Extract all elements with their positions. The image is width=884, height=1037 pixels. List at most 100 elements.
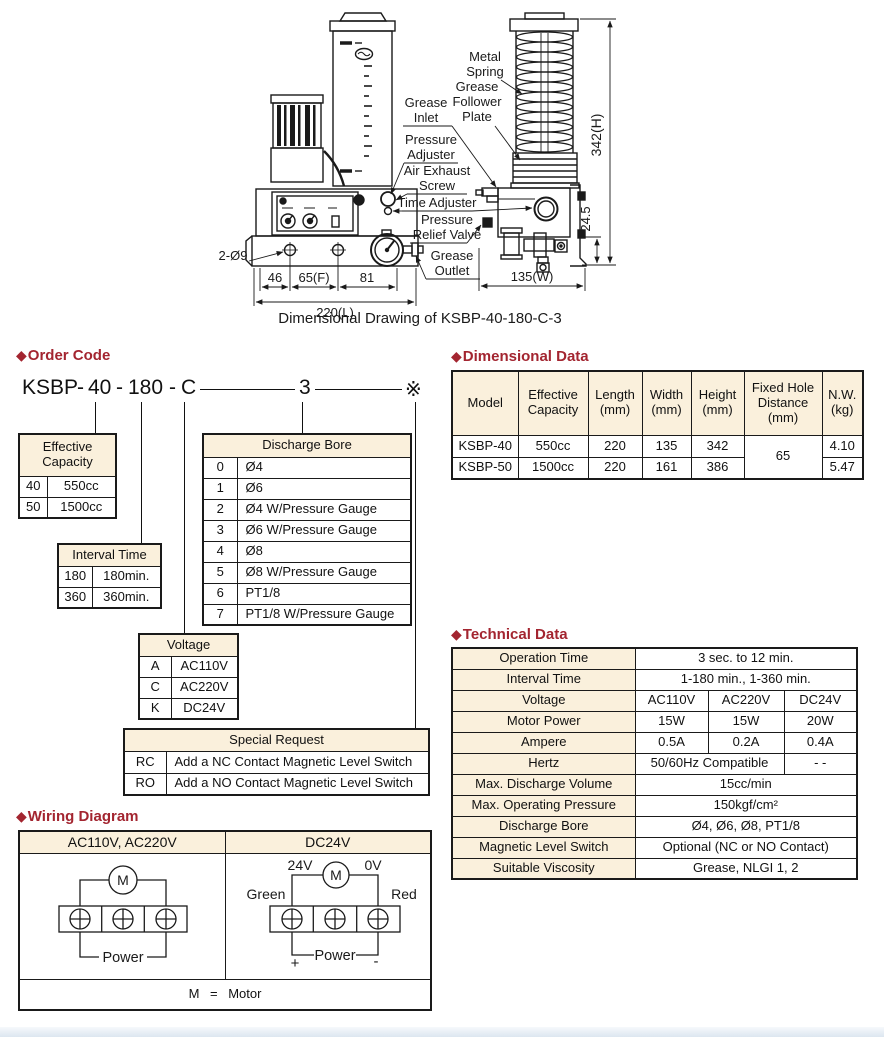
dim-65f: 65(F)	[298, 270, 329, 285]
pump-head	[255, 188, 418, 237]
cell-nw: 5.47	[821, 456, 864, 480]
cell-label: Operation Time	[451, 647, 636, 670]
cell-code: RO	[123, 772, 167, 796]
cell-label: Discharge Bore	[451, 815, 636, 838]
cell-value: Add a NO Contact Magnetic Level Switch	[165, 772, 430, 796]
table-row: Max. Operating Pressure 150kgf/cm²	[451, 794, 858, 817]
table-row: Discharge Bore Ø4, Ø6, Ø8, PT1/8	[451, 815, 858, 838]
time-adjuster-screw	[383, 206, 393, 216]
dc-wiring-schematic: M 24V 0V Green Red + Power -	[246, 857, 417, 972]
table-row: KSBP-50 1500cc 220 161 386 5.47	[451, 456, 864, 480]
cell-value: 1500cc	[46, 496, 117, 519]
code-voltage: C	[181, 376, 197, 399]
code-connector-interval	[141, 402, 142, 543]
table-row: Effective Capacity	[18, 433, 117, 477]
dim-46: 46	[268, 270, 282, 285]
power-label: Power	[314, 948, 355, 964]
mount-bracket	[570, 184, 587, 267]
code-connector-capacity	[95, 402, 96, 433]
cell-value: Add a NC Contact Magnetic Level Switch	[165, 750, 430, 774]
dim-24-5: 24.5	[578, 206, 593, 231]
motor-symbol: M	[117, 872, 129, 888]
cell-value: Ø4	[236, 456, 412, 479]
effective-capacity-table: Effective Capacity 40 550cc 50 1500cc	[18, 433, 117, 519]
table-row: C AC220V	[138, 676, 239, 699]
dim-135w: 135(W)	[511, 269, 554, 284]
discharge-bore-table: Discharge Bore 0 Ø4 1 Ø6 2 Ø4 W/Pressure…	[202, 433, 413, 626]
code-connector-special	[415, 402, 416, 728]
technical-data-title: ◆Technical Data	[451, 626, 568, 643]
terminal-screw	[112, 907, 134, 930]
grease-reservoir	[329, 12, 396, 187]
cell-value: 0.4A	[783, 731, 858, 754]
table-row: Interval Time 1-180 min., 1-360 min.	[451, 668, 858, 691]
cell-code: A	[138, 655, 172, 678]
dc-red-label: Red	[391, 886, 417, 902]
ac-wiring-schematic: M Power	[58, 864, 188, 966]
label-grease-follower-plate: Grease Follower Plate	[452, 79, 521, 161]
table-row: 7 PT1/8 W/Pressure Gauge	[202, 603, 412, 626]
cell-value: 15W	[634, 710, 709, 733]
cell-value: 550cc	[46, 475, 117, 498]
cell-nw: 4.10	[821, 434, 864, 458]
dim-342h: 342(H)	[588, 114, 604, 157]
label-pressure-adjuster: Pressure Adjuster	[390, 132, 458, 195]
table-row: Motor Power 15W 15W 20W	[451, 710, 858, 733]
dc-minus-label: -	[373, 953, 378, 970]
table-row: M Power	[18, 852, 432, 981]
label-grease-outlet: Grease Outlet	[415, 248, 480, 280]
cell-label: Suitable Viscosity	[451, 857, 636, 880]
table-row: 360 360min.	[57, 586, 162, 609]
cell-code: 180	[57, 565, 93, 588]
code-interval: 180	[128, 376, 164, 399]
cell-label: Ampere	[451, 731, 636, 754]
special-request-table: Special Request RC Add a NC Contact Magn…	[123, 728, 431, 796]
label-metal-spring: Metal Spring	[466, 49, 523, 95]
pressure-relief-valve-fitting	[482, 217, 493, 228]
dc-green-label: Green	[246, 886, 285, 902]
cell-label: Magnetic Level Switch	[451, 836, 636, 859]
cell-value: Ø4 W/Pressure Gauge	[236, 498, 412, 521]
cell-height: 342	[690, 434, 745, 458]
cell-model: KSBP-40	[451, 434, 519, 458]
cell-value: 3 sec. to 12 min.	[634, 647, 858, 670]
cell-value: 150kgf/cm²	[634, 794, 858, 817]
mount-hole	[282, 242, 298, 258]
cell-code: 6	[202, 582, 238, 605]
cell-label: Max. Discharge Volume	[451, 773, 636, 796]
table-header: Special Request	[123, 728, 430, 752]
metal-spring	[515, 31, 574, 153]
cell-label: Max. Operating Pressure	[451, 794, 636, 817]
cell-width: 135	[641, 434, 692, 458]
front-view-dimensions: 2-Ø9 46 65(F) 81 220(L)	[219, 248, 417, 320]
drawing-caption: Dimensional Drawing of KSBP-40-180-C-3	[278, 310, 561, 327]
table-row: Operation Time 3 sec. to 12 min.	[451, 647, 858, 670]
cell-value: AC220V	[707, 689, 785, 712]
cell-value: DC24V	[170, 697, 239, 720]
table-row: 1 Ø6	[202, 477, 412, 500]
diamond-icon: ◆	[451, 627, 462, 643]
table-row: 3 Ø6 W/Pressure Gauge	[202, 519, 412, 542]
code-rule	[200, 389, 295, 390]
footer-strip	[0, 1027, 884, 1037]
table-row: M = Motor	[18, 979, 432, 1011]
svg-text:Grease: Grease	[456, 79, 499, 94]
code-special: ※	[405, 377, 422, 401]
table-row: Max. Discharge Volume 15cc/min	[451, 773, 858, 796]
code-dash: -	[116, 376, 123, 399]
label-time-adjuster: Time Adjuster	[392, 195, 533, 214]
cell-value: PT1/8 W/Pressure Gauge	[236, 603, 412, 626]
cell-value: 0.2A	[707, 731, 785, 754]
wiring-dc-header: DC24V	[224, 830, 432, 854]
cell-value: 180min.	[91, 565, 162, 588]
terminal-screw	[281, 907, 303, 930]
diamond-icon: ◆	[16, 348, 27, 364]
cell-value: 50/60Hz Compatible	[634, 752, 785, 775]
table-row: 0 Ø4	[202, 456, 412, 479]
table-row: Suitable Viscosity Grease, NLGI 1, 2	[451, 857, 858, 880]
dim-mount-holes: 2-Ø9	[219, 248, 248, 263]
cell-capacity: 1500cc	[517, 456, 589, 480]
cell-code: 2	[202, 498, 238, 521]
cell-label: Interval Time	[451, 668, 636, 691]
